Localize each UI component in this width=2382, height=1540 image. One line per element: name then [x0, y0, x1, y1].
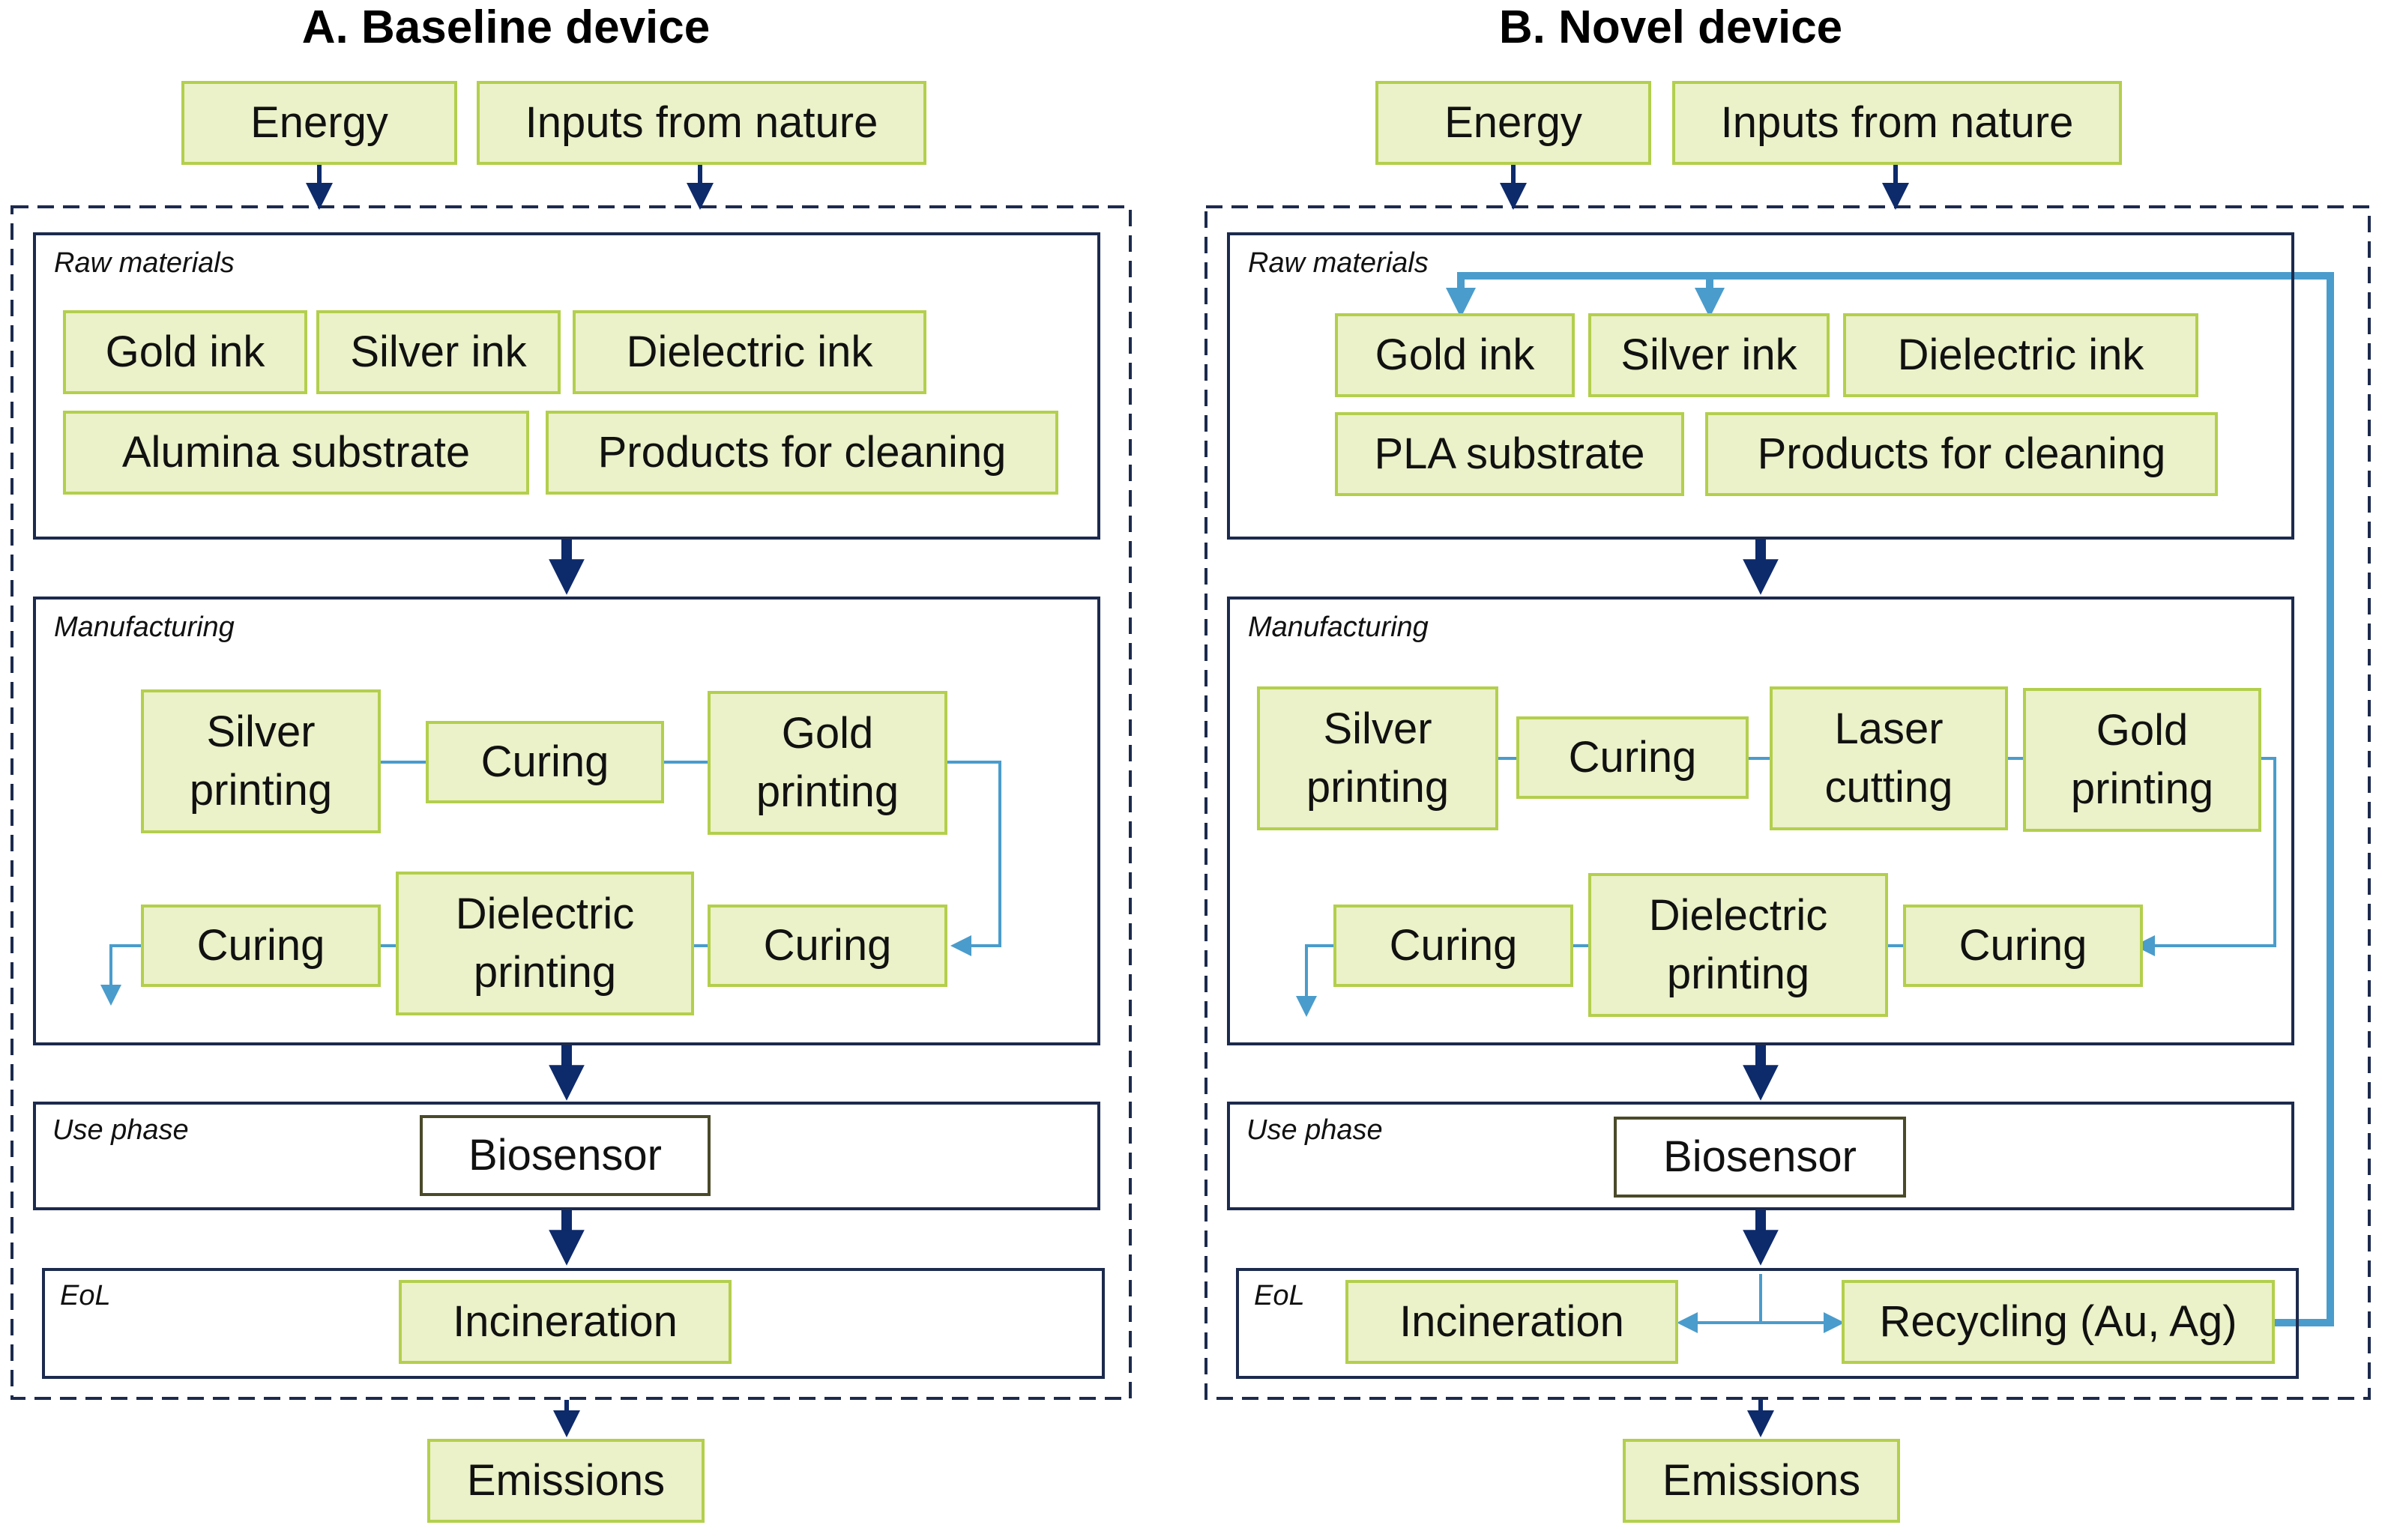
process-link-exit	[1296, 944, 1333, 1017]
silver-printing-step: Silver printing	[141, 689, 381, 833]
gold-ink: Gold ink	[63, 310, 307, 394]
curing-step-1: Curing	[426, 721, 664, 803]
gold-printing-step: Gold printing	[2023, 688, 2261, 832]
alumina-substrate: Alumina substrate	[63, 411, 529, 495]
energy-input: Energy	[181, 81, 457, 165]
pla-substrate: PLA substrate	[1335, 412, 1684, 496]
system-boundary	[1204, 205, 2371, 1400]
system-boundary	[10, 205, 1132, 1400]
curing-step-3: Curing	[141, 905, 381, 987]
laser-cutting-step: Laser cutting	[1770, 686, 2008, 830]
dielectric-ink: Dielectric ink	[1843, 313, 2198, 397]
eol-label: EoL	[60, 1280, 111, 1311]
panel-title: B. Novel device	[1498, 1, 1843, 53]
panel-novel-device: B. Novel device	[1191, 0, 2382, 1540]
silver-ink: Silver ink	[1588, 313, 1830, 397]
emissions-output: Emissions	[427, 1439, 705, 1523]
curing-step-2: Curing	[708, 905, 947, 987]
emissions-output: Emissions	[1623, 1439, 1900, 1523]
dielectric-printing-step: Dielectric printing	[396, 872, 694, 1015]
products-for-cleaning: Products for cleaning	[1705, 412, 2218, 496]
silver-ink: Silver ink	[316, 310, 561, 394]
process-link-wrap	[2134, 757, 2276, 956]
dielectric-printing-step: Dielectric printing	[1588, 873, 1888, 1017]
raw-materials-label: Raw materials	[54, 247, 235, 279]
recycling-loop	[1446, 272, 2334, 1326]
curing-step-1: Curing	[1516, 716, 1749, 799]
recycling-au-ag: Recycling (Au, Ag)	[1842, 1280, 2275, 1364]
use-phase-stage	[33, 1102, 1100, 1210]
energy-input: Energy	[1375, 81, 1651, 165]
biosensor: Biosensor	[1614, 1117, 1906, 1198]
flow-connectors	[10, 165, 1132, 1437]
raw-materials-stage	[33, 232, 1100, 540]
flow-connectors	[1204, 165, 2371, 1437]
nature-input: Inputs from nature	[1672, 81, 2122, 165]
silver-printing-step: Silver printing	[1257, 686, 1498, 830]
gold-ink: Gold ink	[1335, 313, 1575, 397]
raw-materials-label: Raw materials	[1248, 247, 1429, 279]
use-phase-label: Use phase	[52, 1114, 189, 1146]
products-for-cleaning: Products for cleaning	[546, 411, 1058, 495]
manufacturing-label: Manufacturing	[54, 612, 235, 643]
incineration: Incineration	[1345, 1280, 1678, 1364]
incineration: Incineration	[399, 1280, 732, 1364]
panel-title: A. Baseline device	[301, 1, 711, 53]
panel-baseline-device: A. Baseline device Ener	[10, 1, 1132, 1523]
process-link-exit	[100, 944, 141, 1006]
manufacturing-stage	[1227, 597, 2294, 1045]
curing-step-2: Curing	[1903, 905, 2143, 987]
eol-stage	[1236, 1268, 2299, 1379]
use-phase-stage	[1227, 1102, 2294, 1210]
dielectric-ink: Dielectric ink	[573, 310, 926, 394]
raw-materials-stage	[1227, 232, 2294, 540]
eol-stage	[42, 1268, 1105, 1379]
gold-printing-step: Gold printing	[708, 691, 947, 835]
use-phase-label: Use phase	[1246, 1114, 1383, 1146]
manufacturing-label: Manufacturing	[1248, 612, 1429, 643]
nature-input: Inputs from nature	[477, 81, 926, 165]
manufacturing-stage	[33, 597, 1100, 1045]
eol-label: EoL	[1254, 1280, 1305, 1311]
biosensor: Biosensor	[420, 1115, 711, 1196]
process-link-wrap	[947, 761, 1001, 956]
curing-step-3: Curing	[1333, 905, 1573, 987]
